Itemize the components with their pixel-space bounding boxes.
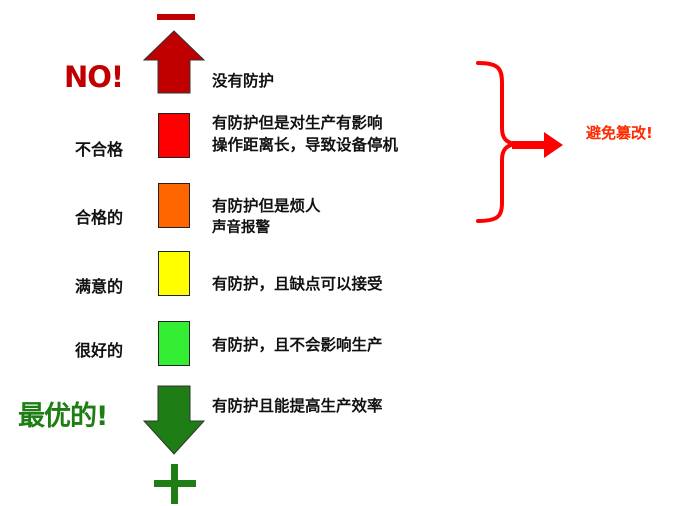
level-desc-best: 有防护且能提高生产效率 [212, 397, 383, 415]
arrow-right-icon [512, 132, 563, 158]
level-box-qualified [158, 183, 190, 228]
level-box-satisfactory [158, 251, 190, 296]
level-label-best: 最优的! [18, 401, 108, 432]
level-desc-unqualified: 有防护但是对生产有影响 操作距离长，导致设备停机 [212, 114, 399, 154]
level-label-good: 很好的 [75, 341, 124, 360]
minus-symbol: — [157, 14, 195, 20]
level-box-unqualified [158, 113, 190, 158]
level-label-satisfactory: 满意的 [75, 277, 124, 296]
arrow-up-icon [143, 30, 205, 94]
level-box-good [158, 321, 190, 366]
level-label-no: NO! [64, 60, 124, 94]
callout-text: 避免篡改! [586, 124, 653, 142]
arrow-down-icon [143, 385, 205, 455]
level-desc-satisfactory: 有防护，且缺点可以接受 [212, 275, 383, 293]
level-label-unqualified: 不合格 [75, 140, 124, 159]
level-desc-no: 没有防护 [212, 72, 275, 90]
level-desc-good: 有防护，且不会影响生产 [212, 336, 383, 354]
level-desc-qualified: 有防护但是烦人 声音报警 [212, 197, 321, 236]
level-label-qualified: 合格的 [75, 208, 124, 227]
plus-symbol [154, 464, 196, 504]
